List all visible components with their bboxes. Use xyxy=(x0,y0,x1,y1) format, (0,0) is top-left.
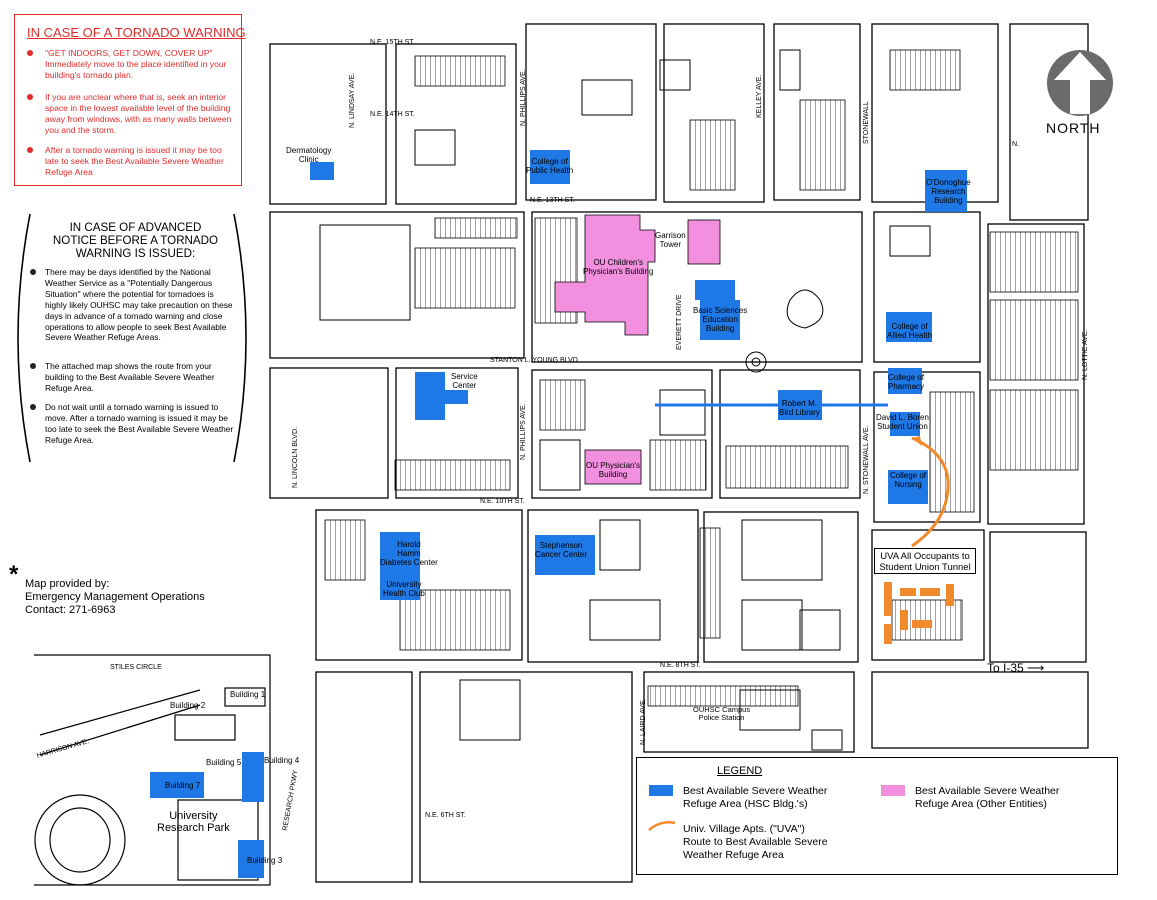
street-label: N. PHILLIPS AVE. xyxy=(520,69,527,126)
street-label: N. LAIRD AVE. xyxy=(640,698,647,745)
parking-lots xyxy=(324,49,1079,707)
street-label: STONEWALL xyxy=(863,101,870,144)
street-label: N.E. 13TH ST. xyxy=(530,197,575,204)
building-label-bldg7[interactable]: Building 7 xyxy=(165,781,201,790)
uva-apartments xyxy=(884,582,954,644)
warning-item: "GET INDOORS, GET DOWN, COVER UP" Immedi… xyxy=(27,48,232,81)
hsc-refuge-areas xyxy=(310,150,967,600)
building-label-bldg3[interactable]: Building 3 xyxy=(247,856,283,865)
bullet-icon xyxy=(27,94,33,100)
street-label: STILES CIRCLE xyxy=(110,664,162,671)
building-label-bldg5[interactable]: Building 5 xyxy=(206,758,242,767)
street-label: N. PHILLIPS AVE. xyxy=(520,403,527,460)
advanced-item: The attached map shows the route from yo… xyxy=(30,361,235,394)
north-arrow-icon xyxy=(1047,50,1113,116)
warning-item: After a tornado warning is issued it may… xyxy=(27,145,232,178)
legend-title: LEGEND xyxy=(717,765,763,777)
warning-title: IN CASE OF A TORNADO WARNING xyxy=(27,25,246,40)
warning-item: If you are unclear where that is, seek a… xyxy=(27,92,232,136)
building-label-bldg1[interactable]: Building 1 xyxy=(230,690,266,699)
advanced-item: Do not wait until a tornado warning is i… xyxy=(30,402,235,446)
bullet-icon xyxy=(27,50,33,56)
building-label-bird-library[interactable]: Robert M.Bird Library xyxy=(779,399,820,417)
other-refuge-areas xyxy=(554,214,721,485)
asterisk-icon: * xyxy=(9,561,19,588)
street-label: KELLEY AVE. xyxy=(756,74,763,118)
legend-route-icon xyxy=(648,821,676,831)
bullet-icon xyxy=(30,269,36,275)
advanced-notice-title: IN CASE OF ADVANCED NOTICE BEFORE A TORN… xyxy=(52,221,219,260)
tornado-warning-box: IN CASE OF A TORNADO WARNING "GET INDOOR… xyxy=(14,14,246,186)
bullet-icon xyxy=(30,404,36,410)
street-label: N. xyxy=(1012,141,1019,148)
street-label: STANTON L. YOUNG BLVD. xyxy=(490,357,580,364)
street-label: N.E. 14TH ST. xyxy=(370,111,415,118)
bullet-icon xyxy=(27,147,33,153)
street-label: N.E. 10TH ST. xyxy=(480,498,525,505)
street-label: N.E. 6TH ST. xyxy=(425,812,466,819)
building-label-bldg4[interactable]: Building 4 xyxy=(264,756,300,765)
street-label: N. LINDSAY AVE. xyxy=(349,72,356,128)
street-label: N. STONEWALL AVE. xyxy=(863,425,870,494)
street-label: N. LOTTIE AVE. xyxy=(1082,329,1089,380)
bullet-icon xyxy=(30,363,36,369)
uva-note-box: UVA All Occupants to Student Union Tunne… xyxy=(874,548,976,574)
research-park-refuge xyxy=(150,752,264,878)
street-label: N.E. 8TH ST. xyxy=(660,662,701,669)
north-label: NORTH xyxy=(1046,120,1101,136)
legend-swatch-pink xyxy=(881,785,905,796)
street-label: N.E. 15TH ST. xyxy=(370,39,415,46)
other-buildings xyxy=(319,49,931,751)
street-label: N. LINCOLN BLVD. xyxy=(292,427,299,488)
uva-route-line xyxy=(911,436,950,548)
research-park-map xyxy=(34,654,271,886)
legend-orange-text: Univ. Village Apts. ("UVA")Route to Best… xyxy=(683,823,828,861)
to-i35-label: To I-35 ⟶ xyxy=(987,661,1045,675)
legend-swatch-blue xyxy=(649,785,673,796)
route-arrow-icon xyxy=(912,436,922,446)
building-label-bldg2[interactable]: Building 2 xyxy=(170,701,206,710)
advanced-item: There may be days identified by the Nati… xyxy=(30,267,235,343)
street-label: EVERETT DRIVE xyxy=(676,294,683,351)
right-arrow-icon: ⟶ xyxy=(1027,661,1045,675)
advanced-notice-brackets xyxy=(17,213,247,463)
block-outlines xyxy=(269,23,1089,883)
